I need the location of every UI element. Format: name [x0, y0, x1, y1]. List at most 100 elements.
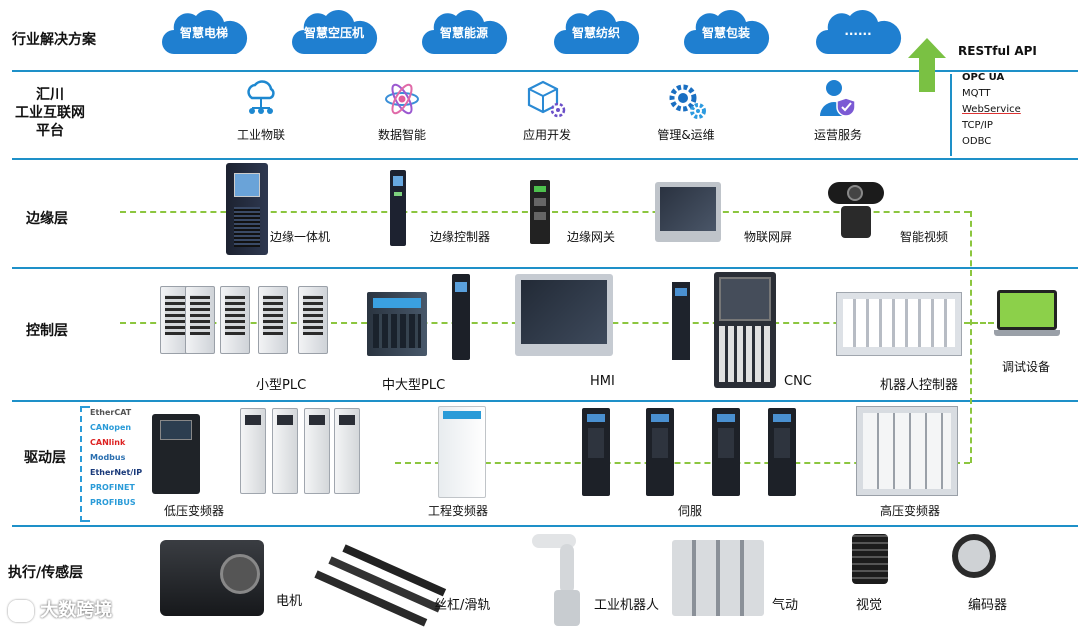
platform-caption: 运营服务: [813, 128, 862, 142]
robot-controller-device: [836, 292, 962, 356]
protocol-tcpip: TCP/IP: [962, 120, 993, 131]
device-caption: 丝杠/滑轨: [434, 598, 491, 613]
layer-label-control: 控制层: [26, 323, 68, 339]
camera-device: [828, 182, 884, 240]
divider-line: [12, 267, 1078, 269]
cloud-label: ......: [844, 24, 872, 38]
laptop-device: [994, 290, 1060, 342]
device-caption: 伺服: [678, 504, 703, 518]
cloud-icon: [684, 9, 770, 55]
servo-device: [712, 408, 740, 496]
edge-controller-device: [390, 170, 406, 246]
device-caption: 机器人控制器: [880, 378, 959, 393]
hmi-device: [515, 274, 613, 356]
drive-bus-line: [395, 462, 970, 464]
small-drive-device: [304, 408, 330, 494]
solution-cloud: 智慧电梯: [158, 6, 250, 60]
device-caption: 工程变频器: [428, 504, 489, 518]
protocol-mqtt: MQTT: [962, 88, 991, 99]
device-caption: 小型PLC: [256, 378, 307, 393]
device-caption: 智能视频: [900, 230, 949, 244]
plc-module-device: [452, 274, 470, 360]
watermark: 大数跨境: [8, 596, 112, 622]
edge-gateway-device: [530, 180, 550, 244]
vision-lens-device: [852, 534, 888, 584]
cloud-icon: [422, 9, 508, 55]
divider-line: [12, 70, 1078, 72]
cloud-icon: [292, 9, 378, 55]
small-drive-device: [334, 408, 360, 494]
device-caption: 气动: [772, 598, 799, 613]
inverter-device: [152, 414, 200, 494]
device-caption: 边缘控制器: [430, 230, 491, 244]
small-plc-device: [185, 286, 215, 354]
divider-line: [12, 400, 1078, 402]
protocol-bracket: [950, 74, 952, 156]
servo-device: [646, 408, 674, 496]
small-drive-device: [240, 408, 266, 494]
edge-box-device: [226, 163, 268, 255]
cube-gear-icon: [527, 80, 566, 118]
platform-caption: 应用开发: [522, 128, 571, 142]
fieldbus-item: CANlink: [90, 438, 126, 447]
platform-caption: 工业物联: [236, 128, 285, 142]
platform-label-line: 工业互联网: [15, 105, 85, 121]
cloud-label: 智慧空压机: [303, 26, 364, 40]
protocol-odbc: ODBC: [962, 136, 992, 147]
layer-label-industry: 行业解决方案: [12, 32, 96, 48]
restful-api-label: RESTful API: [958, 44, 1037, 58]
fieldbus-item: EtherNet/IP: [90, 468, 143, 477]
platform-caption: 数据智能: [377, 128, 426, 142]
device-caption: 物联网屏: [744, 230, 793, 244]
watermark-text: 大数跨境: [40, 600, 113, 621]
fieldbus-item: EtherCAT: [90, 408, 132, 417]
small-plc-device: [220, 286, 250, 354]
cloud-label: 智慧电梯: [179, 26, 228, 40]
engineering-inverter-device: [438, 406, 486, 498]
device-caption: HMI: [590, 374, 615, 389]
user-shield-icon: [820, 80, 856, 117]
solution-cloud: 智慧空压机: [288, 6, 380, 60]
cloud-label: 智慧包装: [701, 26, 750, 40]
small-plc-device: [258, 286, 288, 354]
fieldbus-item: PROFIBUS: [90, 498, 136, 507]
fieldbus-item: PROFINET: [90, 483, 135, 492]
up-arrow-icon: [908, 38, 946, 92]
device-caption: 低压变频器: [164, 504, 225, 518]
cloud-label: 智慧纺织: [571, 26, 620, 40]
servo-device: [768, 408, 796, 496]
small-drive-device: [272, 408, 298, 494]
solution-cloud: ......: [812, 6, 904, 60]
cloud-label: 智慧能源: [439, 26, 488, 40]
robot-arm-device: [520, 530, 590, 626]
device-caption: 边缘一体机: [270, 230, 331, 244]
watermark-logo-icon: [8, 600, 34, 622]
right-bus-line: [970, 211, 972, 463]
device-caption: 视觉: [856, 598, 883, 613]
iot-screen-device: [655, 182, 721, 242]
pneumatic-device: [672, 540, 764, 616]
small-plc-device: [298, 286, 328, 354]
protocol-webservice: WebService: [962, 104, 1021, 115]
layer-label-drive: 驱动层: [24, 450, 66, 466]
hv-inverter-device: [856, 406, 958, 496]
platform-caption: 管理&运维: [657, 128, 715, 142]
device-caption: 编码器: [968, 598, 1008, 613]
device-caption: CNC: [784, 374, 812, 389]
motor-device: [160, 540, 264, 616]
layer-label-platform: 汇川 工业互联网 平台: [12, 86, 88, 140]
device-caption: 工业机器人: [594, 598, 660, 613]
servo-drive-device: [672, 282, 690, 360]
gears-icon: [669, 84, 706, 119]
device-caption: 电机: [276, 594, 303, 609]
divider-line: [12, 525, 1078, 527]
ballscrew-device: [314, 544, 447, 627]
device-caption: 中大型PLC: [382, 378, 446, 393]
cloud-icon: [816, 9, 902, 55]
encoder-device: [952, 534, 996, 578]
cloud-network-icon: [247, 80, 275, 114]
device-caption: 高压变频器: [880, 504, 941, 518]
platform-label-line: 平台: [36, 123, 64, 139]
cloud-icon: [554, 9, 640, 55]
